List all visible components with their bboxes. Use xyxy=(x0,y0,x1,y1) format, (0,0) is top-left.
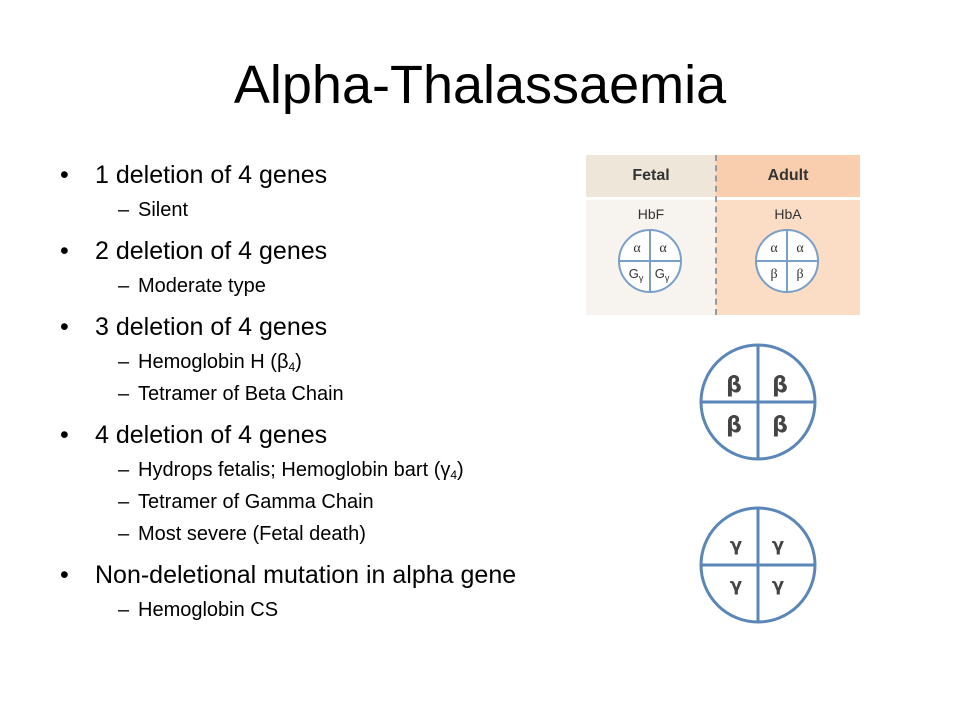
hemoglobin-figure: Fetal HbF α α Gγ Gγ Adult HbA α α β β xyxy=(586,155,860,315)
sub-tetramer-beta: Tetramer of Beta Chain xyxy=(60,382,660,406)
hba-tetramer-diagram: α α β β xyxy=(755,229,819,293)
hbf-tetramer-diagram: α α Gγ Gγ xyxy=(618,229,682,293)
sub-moderate: Moderate type xyxy=(60,274,660,298)
hbf-gamma-1: Gγ xyxy=(629,266,644,283)
sub-tetramer-gamma: Tetramer of Gamma Chain xyxy=(60,490,660,514)
subscript-hbh: 4 xyxy=(288,360,296,374)
slide-title: Alpha-Thalassaemia xyxy=(233,55,727,115)
gamma-2: γ xyxy=(772,535,784,556)
bullet-4-deletion: 4 deletion of 4 genes xyxy=(60,420,660,450)
hbf-alpha-1: α xyxy=(633,241,641,256)
gamma-tetramer-diagram: γ γ γ γ xyxy=(699,506,817,624)
beta-2: β xyxy=(772,373,788,398)
sub-most-severe: Most severe (Fetal death) xyxy=(60,522,660,546)
beta-1: β xyxy=(726,373,742,398)
adult-header: Adult xyxy=(716,155,860,200)
close-paren: ) xyxy=(457,459,464,481)
hbf-gamma-2-sub: γ xyxy=(665,273,670,283)
hbf-gamma-2-letter: G xyxy=(655,266,665,281)
gamma-3: γ xyxy=(730,575,742,596)
hbf-gamma-2: Gγ xyxy=(655,266,670,283)
sub-hemoglobin-h: Hemoglobin H (β4) xyxy=(60,350,660,374)
adult-column: Adult HbA α α β β xyxy=(716,155,860,315)
bullet-list: 1 deletion of 4 genes Silent 2 deletion … xyxy=(60,160,660,622)
sub-hemoglobin-cs: Hemoglobin CS xyxy=(60,598,660,622)
hba-alpha-1: α xyxy=(770,241,778,256)
beta-3: β xyxy=(726,413,742,438)
close-paren: ) xyxy=(295,351,302,373)
hbf-label: HbF xyxy=(637,206,665,222)
sub-hemoglobin-h-text: Hemoglobin H (β xyxy=(138,351,289,373)
sub-hydrops-text: Hydrops fetalis; Hemoglobin bart (γ xyxy=(138,459,451,481)
hba-label: HbA xyxy=(774,206,802,222)
dashed-divider xyxy=(715,155,717,315)
hba-alpha-2: α xyxy=(796,241,804,256)
bullet-non-deletional: Non-deletional mutation in alpha gene xyxy=(60,560,660,590)
hbf-alpha-2: α xyxy=(659,241,667,256)
fetal-header: Fetal xyxy=(586,155,716,200)
sub-silent: Silent xyxy=(60,198,660,222)
gamma-4: γ xyxy=(772,575,784,596)
bullet-2-deletion: 2 deletion of 4 genes xyxy=(60,236,660,266)
beta-tetramer-diagram: β β β β xyxy=(699,343,817,461)
hbf-gamma-1-sub: γ xyxy=(639,273,644,283)
fetal-column: Fetal HbF α α Gγ Gγ xyxy=(586,155,716,315)
subscript-bart: 4 xyxy=(450,468,458,482)
bullet-3-deletion: 3 deletion of 4 genes xyxy=(60,312,660,342)
hbf-gamma-1-letter: G xyxy=(629,266,639,281)
beta-4: β xyxy=(772,413,788,438)
hba-beta-1: β xyxy=(770,267,777,282)
gamma-1: γ xyxy=(730,535,742,556)
hba-beta-2: β xyxy=(796,267,803,282)
bullet-1-deletion: 1 deletion of 4 genes xyxy=(60,160,660,190)
sub-hydrops-fetalis: Hydrops fetalis; Hemoglobin bart (γ4) xyxy=(60,458,660,482)
